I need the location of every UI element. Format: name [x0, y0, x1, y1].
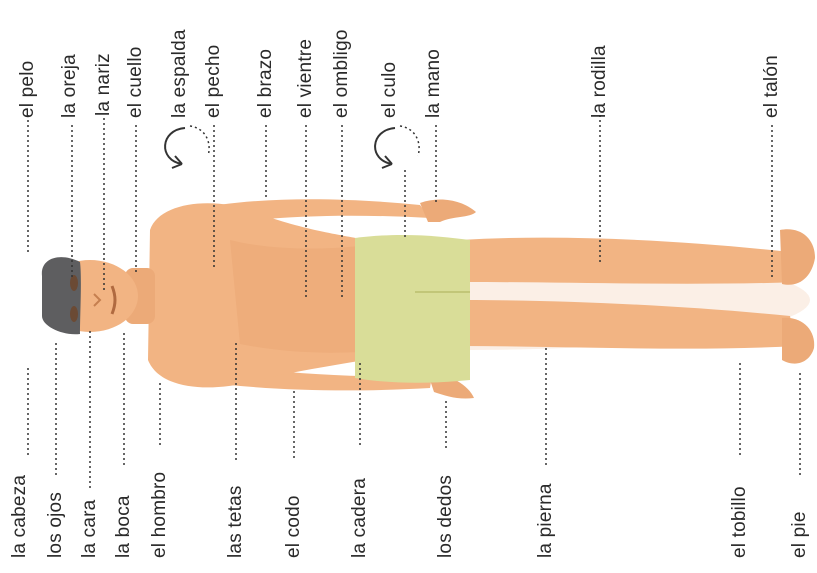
- label-la-cara: la cara: [80, 500, 99, 558]
- label-el-pecho: el pecho: [204, 45, 223, 118]
- foot-top: [780, 229, 815, 285]
- label-el-brazo: el brazo: [256, 49, 275, 118]
- shorts: [355, 235, 470, 383]
- eye-bottom: [70, 306, 78, 322]
- label-la-cabeza: la cabeza: [10, 475, 29, 558]
- label-la-boca: la boca: [114, 495, 133, 558]
- rotation-arrow-culo: [375, 126, 419, 168]
- label-los-ojos: los ojos: [46, 492, 65, 558]
- label-el-tobillo: el tobillo: [730, 486, 749, 558]
- label-el-culo: el culo: [380, 62, 399, 118]
- label-el-talon: el talón: [762, 55, 781, 118]
- hair: [42, 257, 81, 334]
- label-la-nariz: la nariz: [94, 53, 113, 116]
- label-el-ombligo: el ombligo: [332, 29, 351, 118]
- rotation-arrow-espalda: [165, 126, 209, 168]
- label-la-pierna: la pierna: [536, 483, 555, 558]
- label-la-cadera: la cadera: [350, 478, 369, 558]
- label-el-vientre: el vientre: [296, 39, 315, 118]
- label-la-oreja: la oreja: [60, 54, 79, 118]
- label-el-pie: el pie: [790, 511, 809, 558]
- hand-top: [420, 200, 476, 222]
- label-la-mano: la mano: [424, 49, 443, 118]
- eye-top: [70, 275, 78, 291]
- leg-top: [460, 238, 800, 284]
- label-el-codo: el codo: [284, 495, 303, 558]
- label-el-pelo: el pelo: [18, 61, 37, 118]
- foot-bottom: [782, 318, 814, 364]
- label-los-dedos: los dedos: [436, 475, 455, 558]
- label-las-tetas: las tetas: [226, 485, 245, 558]
- label-la-rodilla: la rodilla: [590, 45, 609, 118]
- label-el-hombro: el hombro: [150, 472, 169, 558]
- torso-shade: [230, 240, 360, 353]
- label-la-espalda: la espalda: [170, 29, 189, 118]
- label-el-cuello: el cuello: [126, 46, 145, 118]
